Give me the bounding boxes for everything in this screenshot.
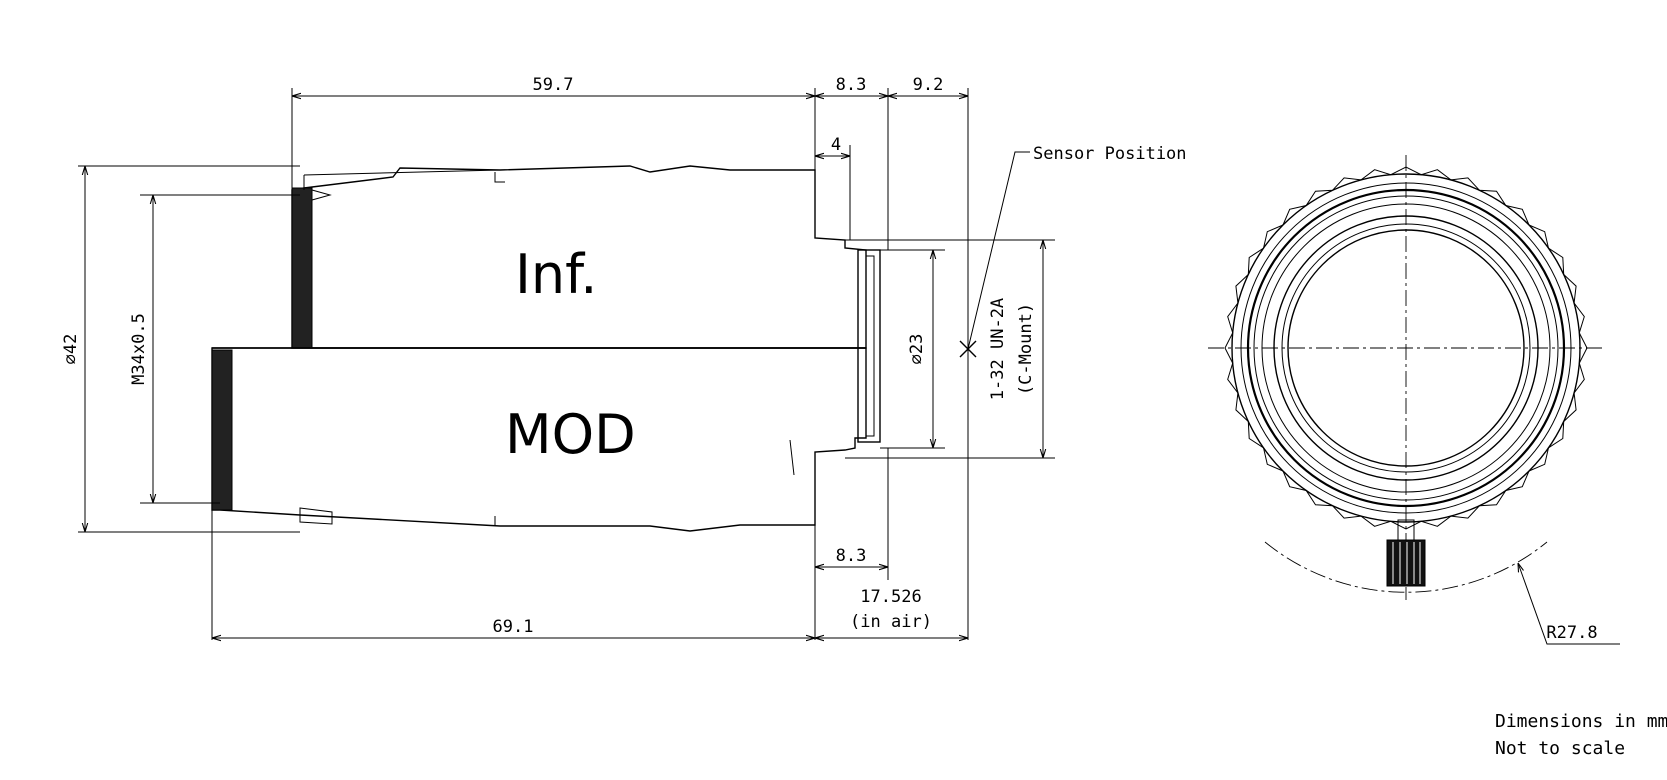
side-view: Inf. MOD [61, 75, 1187, 640]
front-thread-lower [211, 349, 233, 511]
dim-front-thread: M34x0.5 [129, 313, 149, 385]
drawing-notes: Dimensions in mm Not to scale [1495, 711, 1667, 759]
note-scale: Not to scale [1495, 738, 1625, 759]
dim-flange-focal-note: (in air) [850, 612, 932, 632]
radius-arc [1264, 541, 1548, 593]
dim-flange-top: 8.3 [836, 75, 867, 95]
dim-flange-focal: 17.526 [860, 587, 921, 607]
mount-thread-label: 1-32 UN-2A [988, 298, 1008, 400]
radius-leader [1518, 563, 1620, 645]
dim-length-infinity: 59.7 [533, 75, 574, 95]
front-thread-upper [291, 187, 313, 349]
dimension-lines [85, 96, 1043, 638]
state-label-mod: MOD [505, 403, 636, 466]
mount-type-label: (C-Mount) [1016, 303, 1036, 395]
dim-rear-diameter: ⌀23 [907, 334, 927, 365]
lock-screw [1386, 519, 1426, 587]
dim-length-mod: 69.1 [493, 617, 534, 637]
note-units: Dimensions in mm [1495, 711, 1667, 732]
extension-lines [78, 88, 1055, 640]
front-view: R27.8 [1208, 155, 1620, 645]
sensor-position-label: Sensor Position [1033, 144, 1187, 164]
dim-thread-length: 4 [831, 135, 841, 155]
sensor-leader [967, 151, 1030, 350]
dim-back-focus: 9.2 [913, 75, 944, 95]
rear-element [857, 249, 881, 443]
dim-flange-bottom: 8.3 [836, 546, 867, 566]
lens-body-mod [211, 347, 867, 532]
radius-label: R27.8 [1546, 623, 1597, 643]
state-label-infinity: Inf. [515, 243, 597, 306]
dim-outer-diameter: ⌀42 [61, 334, 81, 365]
